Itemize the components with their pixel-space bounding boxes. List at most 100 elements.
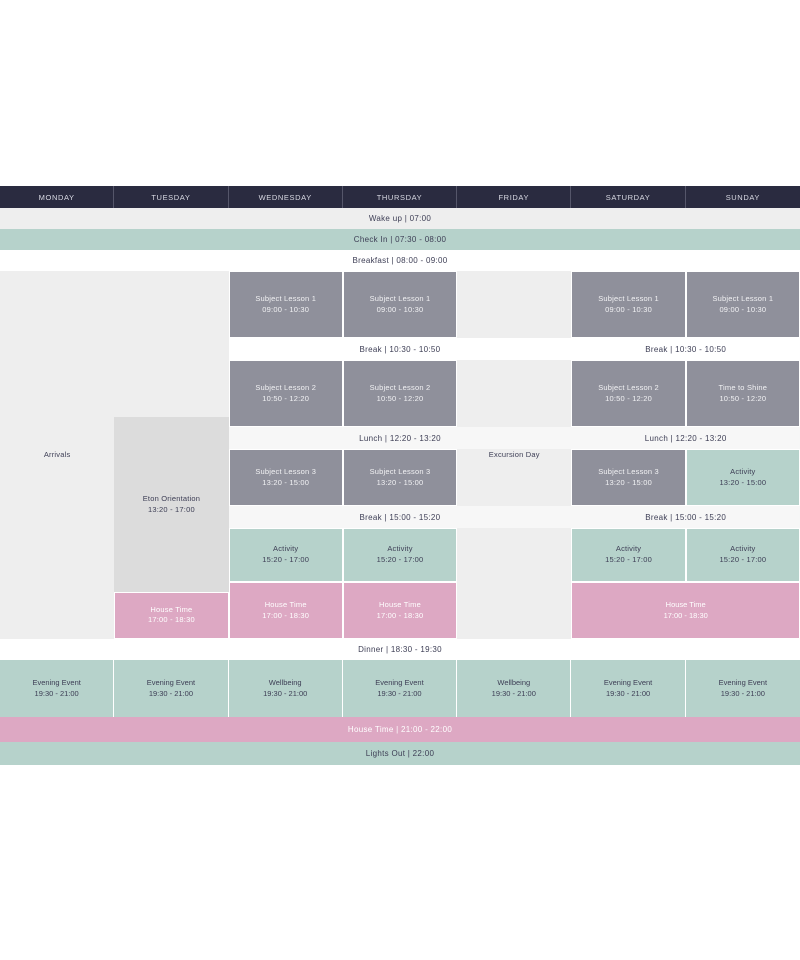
- band-dinner: Dinner | 18:30 - 19:30: [0, 639, 800, 660]
- cell-title: Activity: [615, 544, 642, 554]
- cell-time: 13:20 - 15:00: [605, 477, 652, 487]
- cell-time: 19:30 - 21:00: [720, 688, 765, 698]
- cell-thursday-lesson-1[interactable]: Subject Lesson 1 09:00 - 10:30: [342, 271, 458, 338]
- day-header-saturday[interactable]: SATURDAY: [571, 186, 686, 208]
- cell-thursday-activity[interactable]: Activity 15:20 - 17:00: [342, 528, 458, 582]
- cell-time: 13:20 - 17:00: [148, 504, 195, 514]
- cell-sunday-activity-pm[interactable]: Activity 13:20 - 15:00: [685, 449, 800, 506]
- cell-title: Subject Lesson 3: [369, 466, 431, 476]
- cell-time: 19:30 - 21:00: [377, 688, 422, 698]
- cell-sunday-time-to-shine[interactable]: Time to Shine 10:50 - 12:20: [685, 360, 800, 427]
- column-monday: Arrivals: [0, 271, 115, 639]
- cell-sunday-activity[interactable]: Activity 15:20 - 17:00: [685, 528, 800, 582]
- day-header-thursday[interactable]: THURSDAY: [343, 186, 458, 208]
- cell-title: Subject Lesson 1: [255, 293, 317, 303]
- column-tuesday: Eton Orientation 13:20 - 17:00 House Tim…: [114, 271, 229, 639]
- cell-time: 09:00 - 10:30: [376, 304, 424, 314]
- cell-title: Subject Lesson 1: [369, 293, 431, 303]
- cell-time: 19:30 - 21:00: [491, 688, 536, 698]
- day-header-tuesday[interactable]: TUESDAY: [114, 186, 229, 208]
- cell-wednesday-lesson-3[interactable]: Subject Lesson 3 13:20 - 15:00: [228, 449, 343, 506]
- cell-title: House Time: [378, 599, 421, 609]
- cell-thursday-evening[interactable]: Evening Event 19:30 - 21:00: [342, 660, 458, 717]
- cell-title: Wellbeing: [268, 677, 302, 687]
- cell-time: 19:30 - 21:00: [148, 688, 194, 698]
- cell-tuesday-house-time[interactable]: House Time 17:00 - 18:30: [114, 591, 229, 639]
- cell-friday-evening[interactable]: Wellbeing 19:30 - 21:00: [457, 660, 572, 717]
- cell-thursday-lesson-3[interactable]: Subject Lesson 3 13:20 - 15:00: [342, 449, 458, 506]
- cell-sunday-lesson-1[interactable]: Subject Lesson 1 09:00 - 10:30: [685, 271, 800, 338]
- band-breakfast: Breakfast | 08:00 - 09:00: [0, 250, 800, 271]
- cell-title: Excursion Day: [488, 449, 540, 459]
- cell-title: Evening Event: [32, 677, 81, 687]
- cell-saturday-evening[interactable]: Evening Event 19:30 - 21:00: [571, 660, 686, 717]
- cell-time: 15:20 - 17:00: [262, 555, 310, 564]
- cell-time: 10:50 - 12:20: [605, 393, 652, 403]
- cell-saturday-lesson-1[interactable]: Subject Lesson 1 09:00 - 10:30: [571, 271, 686, 338]
- cell-saturday-activity[interactable]: Activity 15:20 - 17:00: [571, 528, 686, 582]
- evening-events-row: Evening Event 19:30 - 21:00 Evening Even…: [0, 660, 800, 717]
- cell-thursday-house-time[interactable]: House Time 17:00 - 18:30: [342, 582, 458, 639]
- cell-time: 19:30 - 21:00: [34, 688, 79, 698]
- cell-time: 15:20 - 17:00: [605, 555, 652, 564]
- cell-time: 17:00 - 18:30: [262, 610, 310, 620]
- cell-wednesday-lesson-1[interactable]: Subject Lesson 1 09:00 - 10:30: [228, 271, 343, 338]
- cell-weekend-house-time[interactable]: House Time 17:00 - 18:30: [571, 582, 800, 639]
- cell-wednesday-house-time[interactable]: House Time 17:00 - 18:30: [228, 582, 343, 639]
- cell-wednesday-activity[interactable]: Activity 15:20 - 17:00: [228, 528, 343, 582]
- cell-title: Evening Event: [375, 677, 424, 687]
- cell-title: Evening Event: [603, 677, 653, 687]
- band-lunch-weekday: Lunch | 12:20 - 13:20: [228, 427, 572, 449]
- cell-wednesday-lesson-2[interactable]: Subject Lesson 2 10:50 - 12:20: [228, 360, 343, 427]
- cell-saturday-lesson-3[interactable]: Subject Lesson 3 13:20 - 15:00: [571, 449, 686, 506]
- cell-time: 13:20 - 15:00: [719, 477, 767, 487]
- band-break-2-weekday: Break | 15:00 - 15:20: [228, 506, 572, 528]
- cell-sunday-evening[interactable]: Evening Event 19:30 - 21:00: [685, 660, 800, 717]
- cell-wednesday-evening[interactable]: Wellbeing 19:30 - 21:00: [228, 660, 343, 717]
- cell-title: Eton Orientation: [142, 493, 201, 503]
- cell-saturday-lesson-2[interactable]: Subject Lesson 2 10:50 - 12:20: [571, 360, 686, 427]
- cell-time: 15:20 - 17:00: [719, 555, 767, 564]
- band-break-2-weekend: Break | 15:00 - 15:20: [571, 506, 800, 528]
- cell-title: Activity: [387, 544, 413, 554]
- cell-title: Time to Shine: [718, 382, 768, 392]
- cell-title: Subject Lesson 1: [712, 293, 774, 303]
- cell-tuesday-evening[interactable]: Evening Event 19:30 - 21:00: [114, 660, 229, 717]
- column-friday: Excursion Day: [457, 271, 572, 639]
- day-header-wednesday[interactable]: WEDNESDAY: [229, 186, 343, 208]
- cell-title: Subject Lesson 3: [255, 466, 317, 476]
- cell-title: Subject Lesson 2: [255, 382, 317, 392]
- day-header-monday[interactable]: MONDAY: [0, 186, 115, 208]
- cell-title: Evening Event: [718, 677, 768, 687]
- cell-monday-arrivals[interactable]: Arrivals: [0, 271, 115, 639]
- cell-time: 13:20 - 15:00: [376, 477, 424, 487]
- cell-time: 19:30 - 21:00: [605, 688, 651, 698]
- cell-title: Activity: [730, 466, 756, 476]
- band-house-time-evening: House Time | 21:00 - 22:00: [0, 717, 800, 742]
- day-header-sunday[interactable]: SUNDAY: [725, 192, 760, 202]
- cell-time: 13:20 - 15:00: [262, 477, 310, 487]
- band-break-1-weekend: Break | 10:30 - 10:50: [571, 338, 800, 360]
- cell-tuesday-eton-orientation[interactable]: Eton Orientation 13:20 - 17:00: [114, 417, 229, 592]
- cell-title: House Time: [264, 599, 307, 609]
- band-lunch-weekend: Lunch | 12:20 - 13:20: [571, 427, 800, 449]
- day-header-row: MONDAY TUESDAY WEDNESDAY THURSDAY FRIDAY…: [0, 186, 800, 208]
- cell-monday-evening[interactable]: Evening Event 19:30 - 21:00: [0, 660, 115, 717]
- cell-time: 10:50 - 12:20: [262, 393, 310, 403]
- cell-time: 15:20 - 17:00: [376, 555, 424, 564]
- cell-friday-excursion-day[interactable]: Excursion Day: [457, 271, 572, 639]
- main-schedule-grid: Arrivals Eton Orientation 13:20 - 17:00 …: [0, 271, 800, 639]
- cell-title: House Time: [150, 604, 193, 614]
- cell-title: Subject Lesson 2: [598, 382, 659, 392]
- cell-time: 09:00 - 10:30: [262, 304, 310, 314]
- cell-time: 10:50 - 12:20: [719, 393, 767, 403]
- cell-thursday-lesson-2[interactable]: Subject Lesson 2 10:50 - 12:20: [342, 360, 458, 427]
- cell-title: Evening Event: [146, 677, 196, 687]
- cell-time: 09:00 - 10:30: [719, 304, 767, 314]
- cell-title: Subject Lesson 3: [598, 466, 659, 476]
- day-header-friday[interactable]: FRIDAY: [457, 186, 572, 208]
- cell-title: Activity: [273, 544, 299, 554]
- cell-title: Activity: [730, 544, 756, 554]
- cell-time: 19:30 - 21:00: [263, 688, 308, 698]
